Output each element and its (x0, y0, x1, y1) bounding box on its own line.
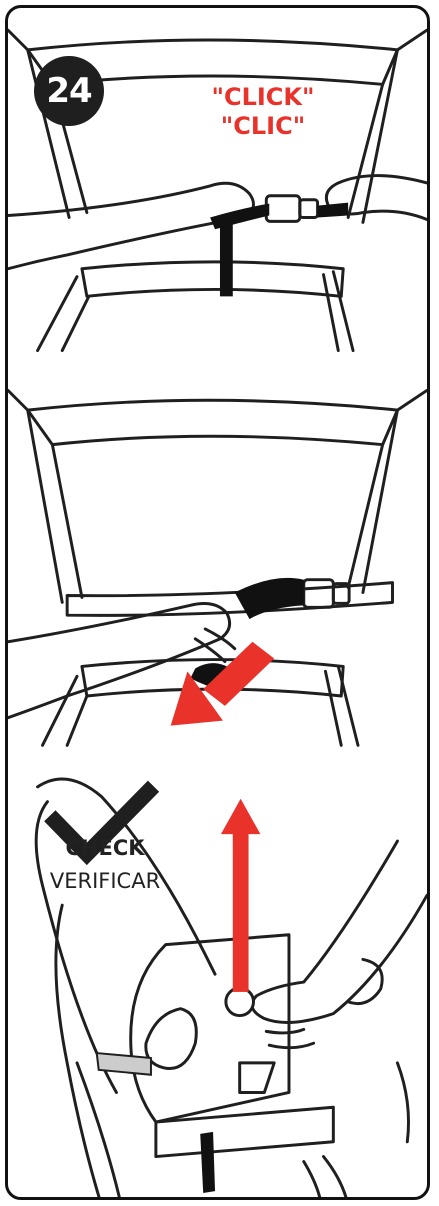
panel-tighten-strap (8, 368, 427, 748)
check-tray-illustration (8, 764, 427, 1200)
panel-check-tray (8, 764, 427, 1200)
tighten-strap-illustration (8, 368, 427, 748)
click-sound-label-en: "CLICK" (198, 84, 328, 112)
step-number-badge: 24 (34, 56, 104, 126)
check-label-en: CHECK (20, 836, 190, 860)
check-label-es: VERIFICAR (20, 869, 190, 893)
click-sound-label-es: "CLIC" (198, 113, 328, 141)
instruction-frame: 24 "CLICK" "CLIC" (5, 5, 430, 1200)
